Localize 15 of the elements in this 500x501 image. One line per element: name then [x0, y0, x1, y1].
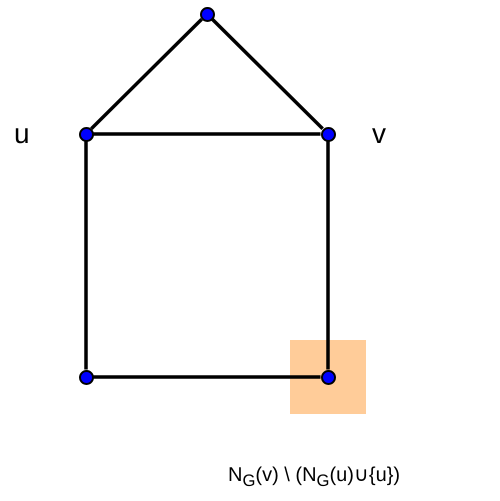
set-formula: N$_{G}$(v) \ (N$_{G}$(u)∪{u}): [228, 463, 400, 491]
graph-edge: [90, 18, 203, 130]
graph-edge: [94, 375, 320, 379]
vertex-dot: [320, 126, 336, 142]
vertex-dot: [200, 6, 214, 22]
vertex-dot: [320, 370, 336, 384]
graph-edge: [94, 132, 320, 136]
vertex-dot: [78, 126, 94, 142]
vertex-label: u: [14, 120, 30, 148]
graph-edge: [326, 142, 330, 370]
graph-edge: [211, 18, 324, 130]
graph-edge: [84, 142, 88, 370]
vertex-label: v: [372, 120, 386, 148]
highlight-square: [290, 340, 366, 414]
vertex-dot: [78, 370, 94, 384]
